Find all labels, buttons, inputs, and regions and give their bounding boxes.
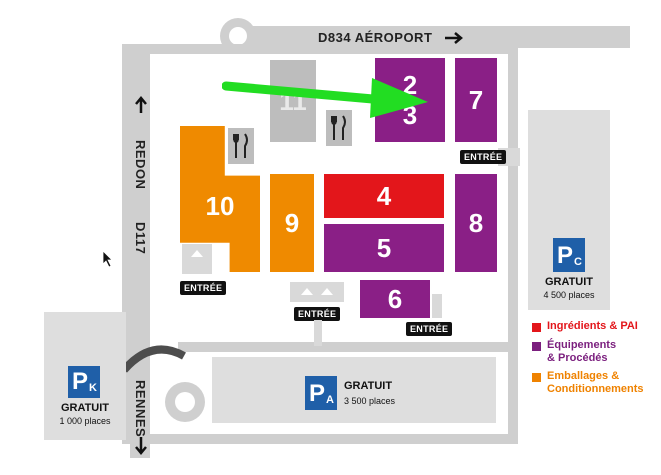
hall-8[interactable]: 8: [455, 174, 497, 272]
hall-4-label: 4: [376, 180, 392, 211]
parking-pa[interactable]: [212, 357, 496, 423]
arrow-right-icon: [445, 32, 463, 44]
site-boundary: [122, 44, 518, 444]
legend-swatch-orange: [532, 373, 541, 382]
legend-item-emballages: Emballages & Conditionnements: [532, 370, 661, 396]
parking-pc[interactable]: [528, 110, 610, 310]
legend-swatch-red: [532, 323, 541, 332]
inner-road-bottom: [178, 342, 518, 352]
road-left-mid-label: D117: [133, 222, 148, 255]
hall-5[interactable]: 5: [324, 224, 444, 272]
entrance-marker: [182, 244, 212, 274]
entrance-arrow-icon: [301, 288, 333, 295]
hall-6-label: 6: [387, 283, 403, 314]
road-top: [226, 26, 630, 48]
hall-7[interactable]: 7: [455, 58, 497, 142]
road-bend: [120, 345, 186, 373]
arrow-down-icon: [135, 437, 147, 455]
entrance-label-west[interactable]: ENTRÉE: [180, 281, 227, 295]
parking-pa-places: 3 500 places: [344, 396, 396, 406]
hall-9-label: 9: [284, 207, 300, 238]
legend-item-ingredients: Ingrédients & PAI: [532, 320, 638, 333]
legend-label: Ingrédients & PAI: [547, 320, 638, 332]
parking-pc-places: 4 500 places: [543, 290, 595, 300]
entrance-marker: [290, 282, 344, 302]
road-top-label: D834 AÉROPORT: [318, 30, 433, 45]
mouse-cursor-icon: [102, 250, 113, 268]
entrance-arrow-icon: [191, 250, 203, 257]
entrance-marker: [432, 294, 442, 318]
legend-item-equipements: Équipements & Procédés: [532, 339, 627, 365]
parking-pc-title: GRATUIT: [544, 276, 594, 288]
road-left-top-label: REDON: [133, 140, 148, 190]
entrance-label-east[interactable]: ENTRÉE: [460, 150, 507, 164]
restaurant-icon: [228, 128, 254, 164]
legend-label: Emballages & Conditionnements: [547, 370, 644, 395]
roundabout-bottom-center: [175, 392, 195, 412]
legend-swatch-purple: [532, 342, 541, 351]
green-arrow-icon: [222, 78, 428, 118]
entrance-path: [314, 320, 322, 346]
entrance-label-south[interactable]: ENTRÉE: [406, 322, 453, 336]
hall-9[interactable]: 9: [270, 174, 314, 272]
parking-pk-places: 1 000 places: [59, 416, 111, 426]
hall-7-label: 7: [468, 84, 484, 115]
hall-8-label: 8: [468, 207, 484, 238]
hall-5-label: 5: [376, 232, 392, 263]
arrow-up-icon: [135, 96, 147, 113]
hall-10-label: 10: [205, 190, 235, 221]
hall-6[interactable]: 6: [360, 280, 430, 318]
roundabout-top-center: [229, 27, 247, 45]
parking-pk-title: GRATUIT: [60, 402, 110, 414]
entrance-label-center[interactable]: ENTRÉE: [294, 307, 341, 321]
legend-label: Équipements & Procédés: [547, 339, 617, 364]
hall-4[interactable]: 4: [324, 174, 444, 218]
restaurant-icon: [326, 110, 352, 146]
parking-pa-title: GRATUIT: [344, 380, 393, 392]
hall-2-label: 2: [402, 70, 418, 100]
